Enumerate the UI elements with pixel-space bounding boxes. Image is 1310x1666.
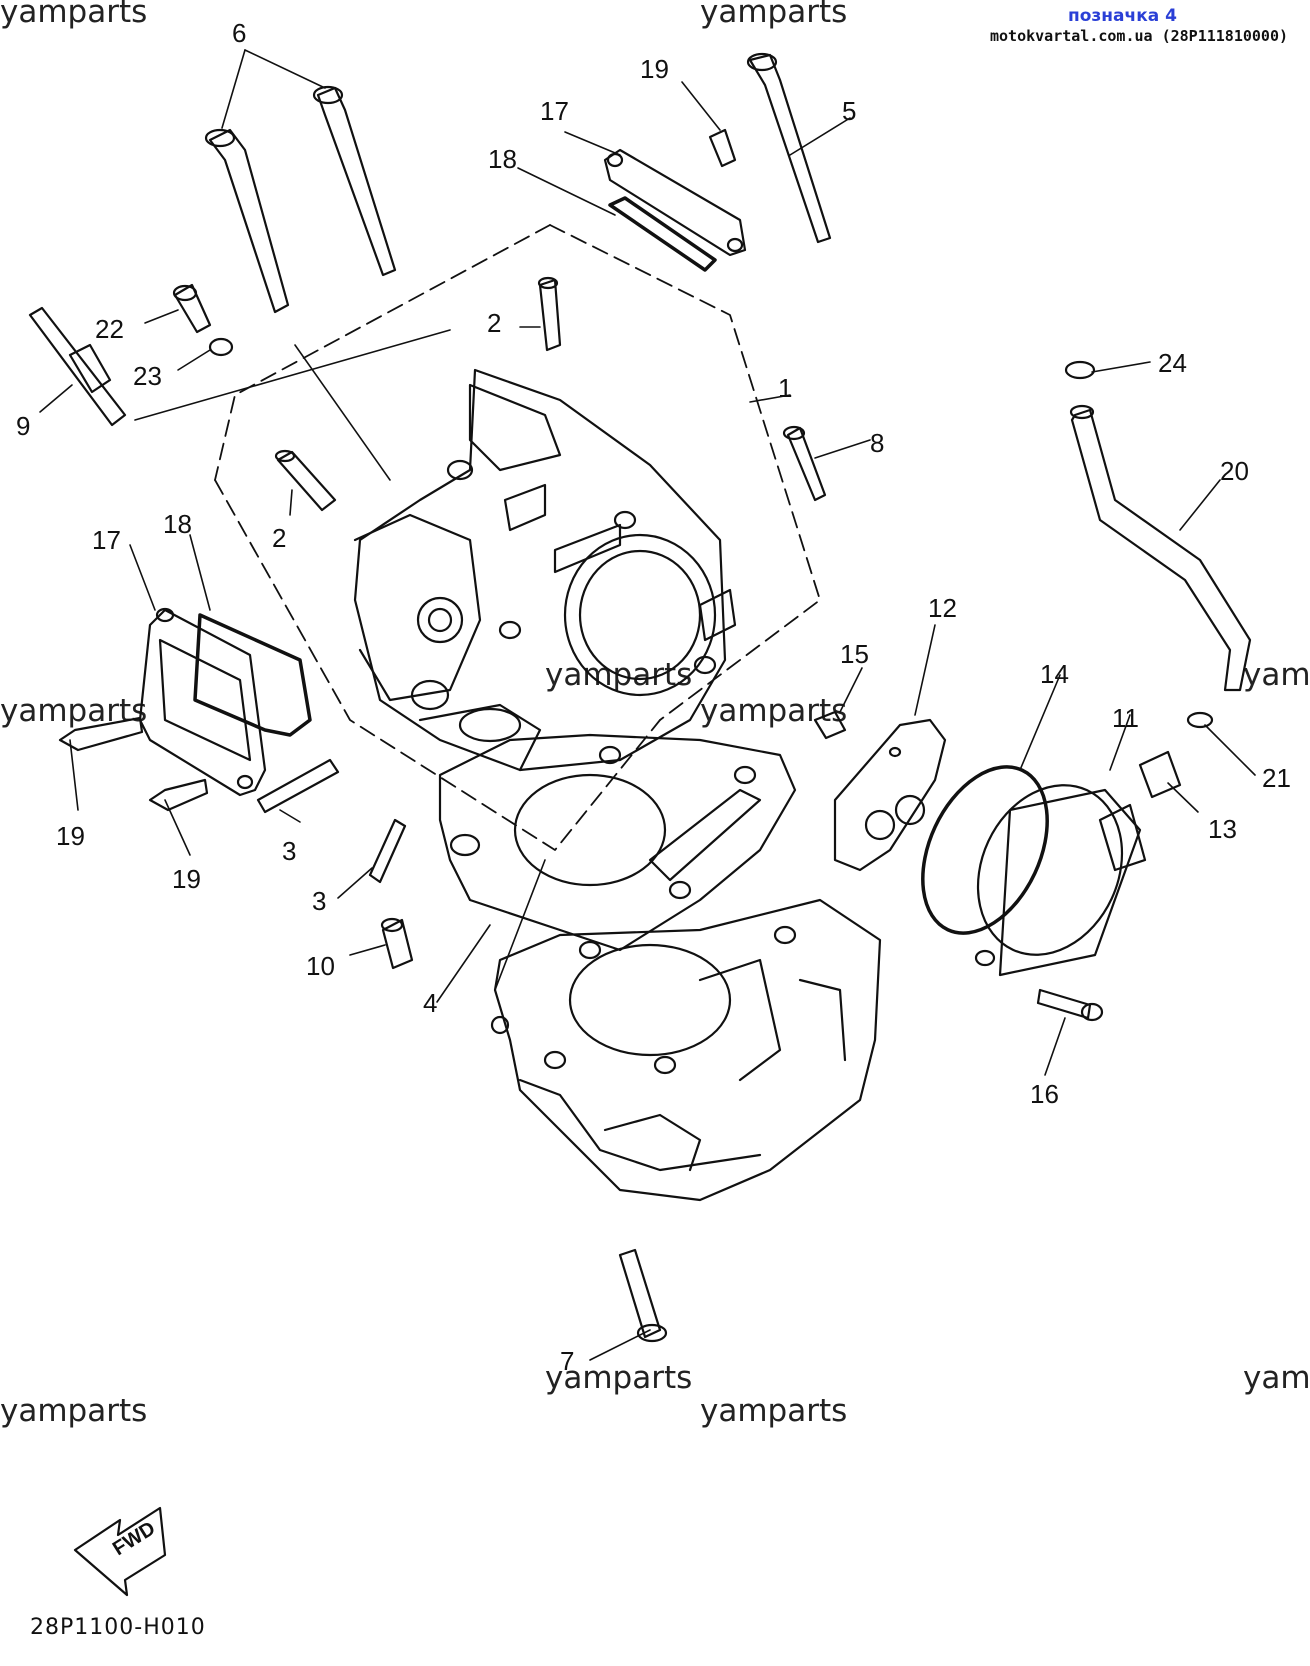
callout-number: 5 bbox=[842, 96, 856, 126]
callout-number: 19 bbox=[640, 54, 669, 84]
callout-number: 3 bbox=[312, 886, 326, 916]
cover-plate-12 bbox=[833, 718, 947, 872]
stud-3-upper bbox=[256, 758, 340, 814]
clamp-21 bbox=[1186, 711, 1214, 729]
watermark: yamparts bbox=[700, 1393, 848, 1429]
callout-number: 19 bbox=[172, 864, 201, 894]
header-source: motokvartal.com.ua (28P111810000) bbox=[990, 27, 1289, 45]
watermark: yamparts bbox=[0, 1393, 148, 1429]
callout-number: 18 bbox=[488, 144, 517, 174]
stud-3-lower bbox=[368, 818, 407, 884]
callout-number: 3 bbox=[282, 836, 296, 866]
callout-number: 20 bbox=[1220, 456, 1249, 486]
valve-cover-top bbox=[603, 148, 747, 257]
callout-number: 17 bbox=[540, 96, 569, 126]
fitting-13 bbox=[1138, 750, 1182, 799]
callout-number: 9 bbox=[16, 411, 30, 441]
o-ring-14 bbox=[921, 765, 1049, 935]
bolt-7 bbox=[618, 1248, 662, 1339]
callout-number: 11 bbox=[1112, 703, 1139, 733]
bolt-19-left-lower bbox=[148, 778, 209, 812]
cylinder-head-body bbox=[353, 368, 737, 772]
callout-number: 12 bbox=[928, 593, 957, 623]
callout-number: 21 bbox=[1262, 763, 1291, 793]
callout-number: 2 bbox=[272, 523, 286, 553]
head-gasket bbox=[438, 733, 797, 960]
watermark: yamparts bbox=[0, 0, 148, 30]
dowel-pin-2-left bbox=[276, 450, 337, 512]
callout-number: 10 bbox=[306, 951, 335, 981]
watermark: yamparts bbox=[700, 693, 848, 729]
callout-number: 14 bbox=[1040, 659, 1069, 689]
bolt-19-left-upper bbox=[58, 716, 144, 752]
callout-number: 8 bbox=[870, 428, 884, 458]
callout-number: 19 bbox=[56, 821, 85, 851]
valve-cover-gasket-left bbox=[193, 613, 312, 737]
cylinder-block bbox=[490, 898, 882, 1202]
watermark: yamp bbox=[1243, 657, 1310, 693]
callout-number: 7 bbox=[560, 1346, 574, 1376]
callout-number: 18 bbox=[163, 509, 192, 539]
dowel-10 bbox=[381, 918, 414, 970]
head-bolts-6 bbox=[204, 85, 397, 314]
clamp-24 bbox=[1064, 360, 1096, 380]
callout-number: 4 bbox=[423, 988, 437, 1018]
header-link[interactable]: позначка 4 bbox=[1068, 6, 1177, 26]
diagram-code: 28P1100-H010 bbox=[30, 1615, 206, 1640]
callout-number: 15 bbox=[840, 639, 869, 669]
bolt-15 bbox=[813, 710, 847, 740]
valve-cover-gasket-top bbox=[608, 196, 717, 272]
watermark: yamp bbox=[1243, 1360, 1310, 1396]
bolt-16 bbox=[1036, 988, 1092, 1020]
bolt-22 bbox=[173, 283, 212, 334]
hose-20 bbox=[1070, 408, 1252, 692]
washer-23 bbox=[208, 337, 234, 357]
callout-number: 1 bbox=[778, 373, 792, 403]
callout-number: 24 bbox=[1158, 348, 1187, 378]
head-bolt-5 bbox=[746, 52, 832, 244]
callout-number: 16 bbox=[1030, 1079, 1059, 1109]
callout-number: 17 bbox=[92, 525, 121, 555]
leader-lines bbox=[39, 49, 1256, 1361]
bolt-8 bbox=[786, 426, 827, 502]
valve-cover-left bbox=[138, 607, 267, 797]
watermark: yamparts bbox=[700, 0, 848, 30]
cover-housing-11 bbox=[974, 784, 1147, 977]
dowel-pin-2-top bbox=[538, 278, 562, 352]
callout-number: 13 bbox=[1208, 814, 1237, 844]
bolt-19-top bbox=[708, 128, 737, 168]
callout-number: 23 bbox=[133, 361, 162, 391]
dashed-guide-lines bbox=[214, 224, 821, 851]
fwd-arrow bbox=[73, 1506, 167, 1597]
callout-number: 6 bbox=[232, 18, 246, 48]
watermark: yamparts bbox=[545, 1360, 693, 1396]
watermark: yamparts bbox=[0, 693, 148, 729]
callout-number: 22 bbox=[95, 314, 124, 344]
spark-plug bbox=[28, 306, 127, 427]
callout-number: 2 bbox=[487, 308, 501, 338]
